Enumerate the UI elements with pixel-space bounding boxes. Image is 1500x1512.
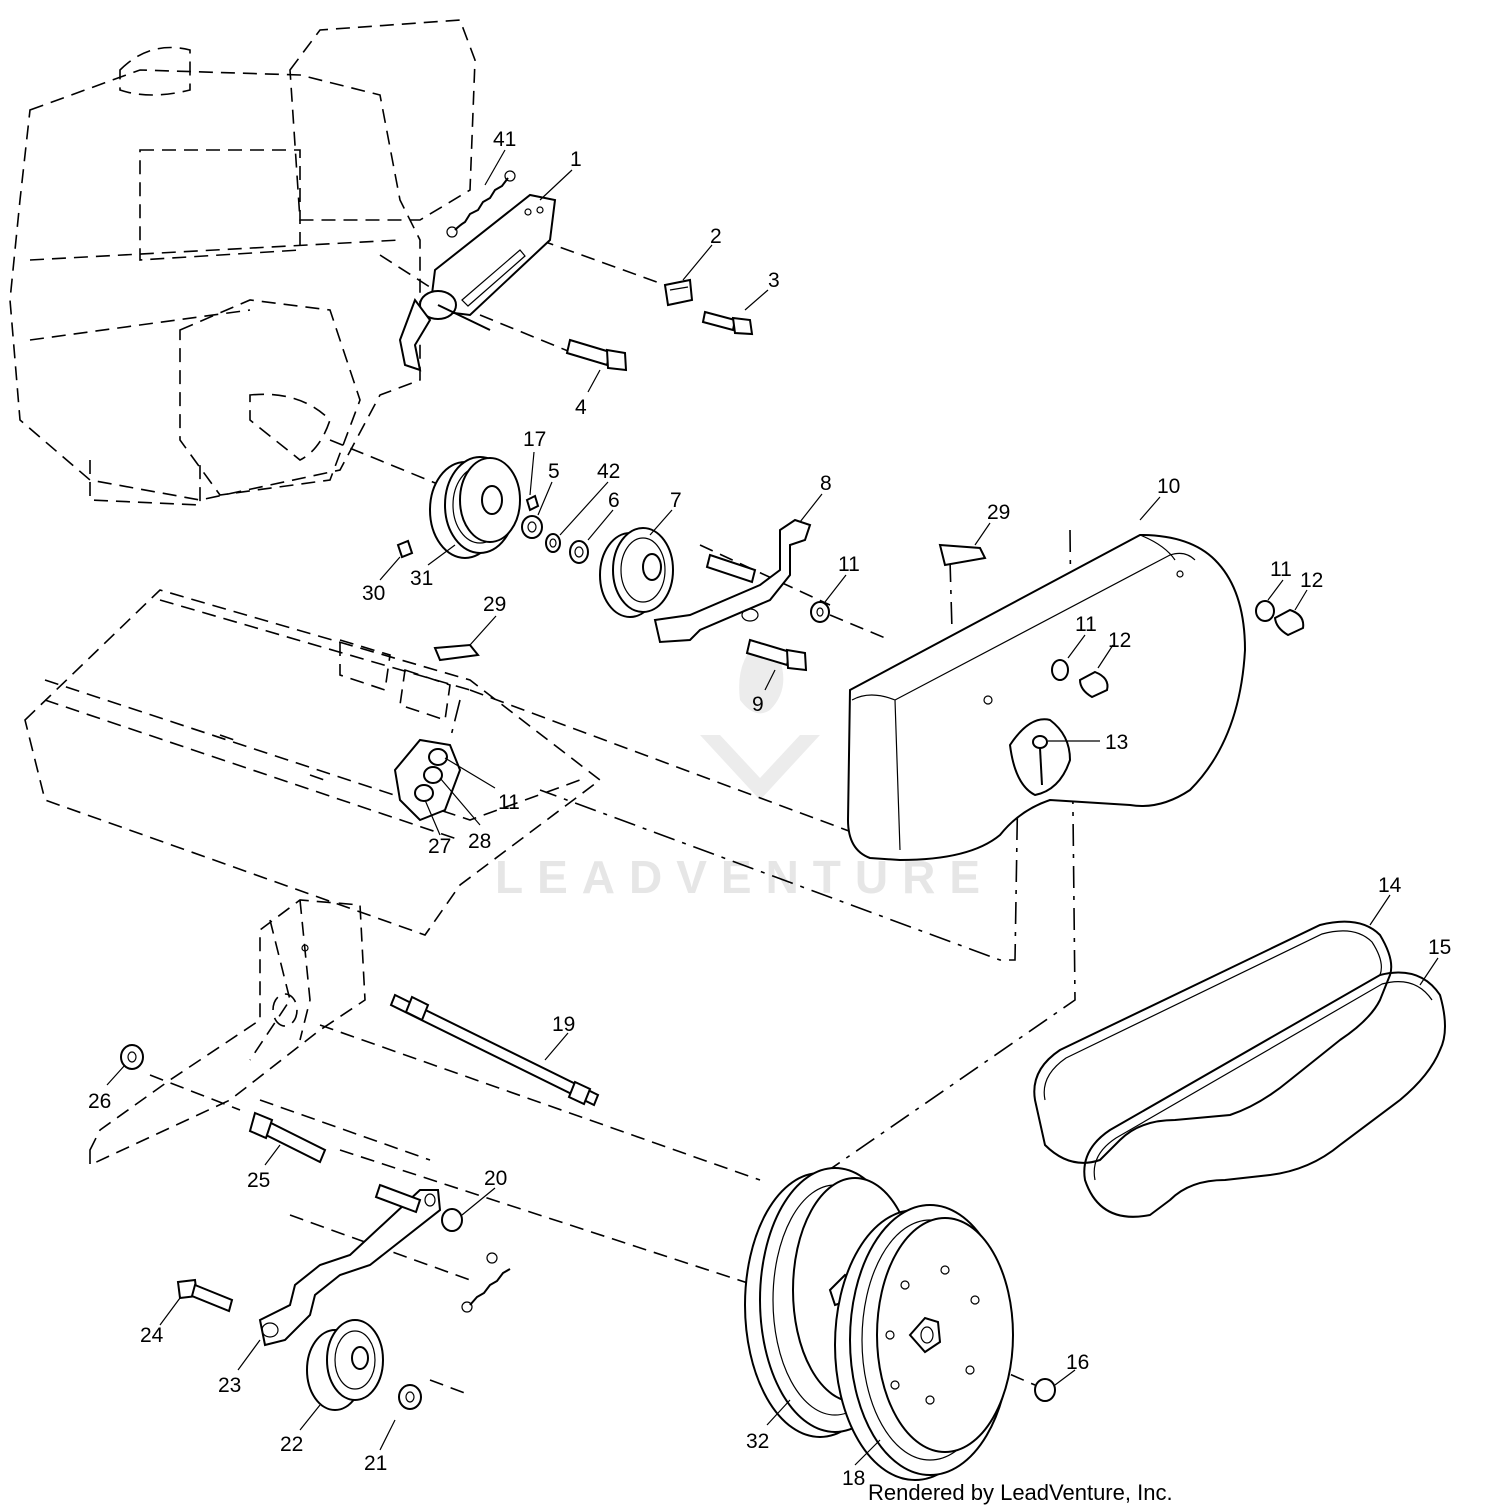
part-17-key	[525, 494, 540, 512]
label-9: 9	[752, 693, 764, 716]
part-29-clip-a	[938, 543, 987, 567]
part-20-clip	[441, 1208, 463, 1232]
part-15-belt	[1083, 971, 1446, 1218]
label-16: 16	[1066, 1351, 1089, 1374]
part-12-acorn-nut-b	[1273, 608, 1305, 637]
part-spring-lower	[461, 1252, 511, 1313]
part-7-pulley	[599, 527, 674, 618]
label-21: 21	[364, 1452, 387, 1475]
part-11-washer-a	[810, 601, 830, 623]
label-17: 17	[523, 428, 546, 451]
label-11-hood: 11	[498, 791, 520, 814]
part-31-pulley	[429, 456, 521, 559]
part-30-pin	[396, 539, 414, 559]
part-10-belt-guard	[846, 533, 1247, 862]
part-14-belt	[1033, 920, 1393, 1164]
part-18-large-pulley	[834, 1204, 1014, 1481]
label-42: 42	[597, 460, 620, 483]
label-29-upper: 29	[987, 501, 1010, 524]
label-15: 15	[1428, 936, 1451, 959]
part-3-bolt	[701, 310, 754, 336]
part-26-nut	[120, 1044, 144, 1070]
label-11-guard: 11	[1075, 613, 1097, 636]
part-27-28-bracket	[393, 738, 462, 822]
label-24: 24	[140, 1324, 164, 1347]
leader-lines	[106, 149, 1439, 1466]
label-18: 18	[842, 1467, 865, 1490]
label-6: 6	[608, 489, 620, 512]
part-12-acorn-nut-a	[1078, 670, 1109, 699]
engine-outline	[9, 19, 476, 506]
label-19: 19	[552, 1013, 575, 1036]
label-32: 32	[746, 1430, 769, 1453]
part-6-washer	[569, 540, 589, 564]
label-31: 31	[410, 567, 433, 590]
part-2-clip	[663, 278, 694, 307]
label-12-guard: 12	[1108, 629, 1131, 652]
part-11-washer-c	[1255, 600, 1275, 622]
label-14: 14	[1378, 874, 1402, 897]
label-7: 7	[670, 489, 682, 512]
render-credit: Rendered by LeadVenture, Inc.	[868, 1480, 1173, 1505]
part-9-bolt	[745, 638, 808, 672]
part-25-pin	[248, 1111, 327, 1164]
label-11-arm: 11	[838, 553, 860, 576]
part-42-washer	[545, 533, 561, 553]
label-41: 41	[493, 128, 516, 151]
label-11-guard-right: 11	[1270, 558, 1292, 581]
part-8-arm	[653, 518, 812, 644]
label-27: 27	[428, 835, 451, 858]
part-labels: 41 1 2 3 4 17 5 42 6 7 8 10 29 11 11 12 …	[88, 128, 1451, 1490]
part-24-bolt	[176, 1278, 234, 1313]
label-29-lower: 29	[483, 593, 506, 616]
part-29-clip-b	[433, 643, 480, 662]
part-4-bolt	[565, 338, 628, 372]
part-19-shaft	[389, 993, 600, 1107]
label-3: 3	[768, 269, 780, 292]
label-5: 5	[548, 460, 560, 483]
label-13: 13	[1105, 731, 1128, 754]
tine-hood-outline	[24, 589, 602, 936]
label-23: 23	[218, 1374, 241, 1397]
label-30: 30	[362, 582, 385, 605]
label-10: 10	[1157, 475, 1180, 498]
label-8: 8	[820, 472, 832, 495]
label-26: 26	[88, 1090, 111, 1113]
label-12-guard-right: 12	[1300, 569, 1323, 592]
part-5-nut	[521, 515, 543, 539]
label-4: 4	[575, 396, 587, 419]
label-25: 25	[247, 1169, 270, 1192]
part-23-arm	[258, 1183, 442, 1347]
part-41-spring	[446, 170, 516, 238]
part-11-washer-b	[1051, 659, 1069, 681]
part-1-bracket	[398, 193, 557, 372]
label-28: 28	[468, 830, 491, 853]
label-22: 22	[280, 1433, 303, 1456]
part-16-clip	[1034, 1378, 1056, 1402]
transmission-outline	[89, 899, 366, 1167]
label-2: 2	[710, 225, 722, 248]
label-1: 1	[570, 148, 582, 171]
part-21-nut	[398, 1384, 422, 1410]
label-20: 20	[484, 1167, 507, 1190]
part-22-pulley	[306, 1319, 384, 1411]
